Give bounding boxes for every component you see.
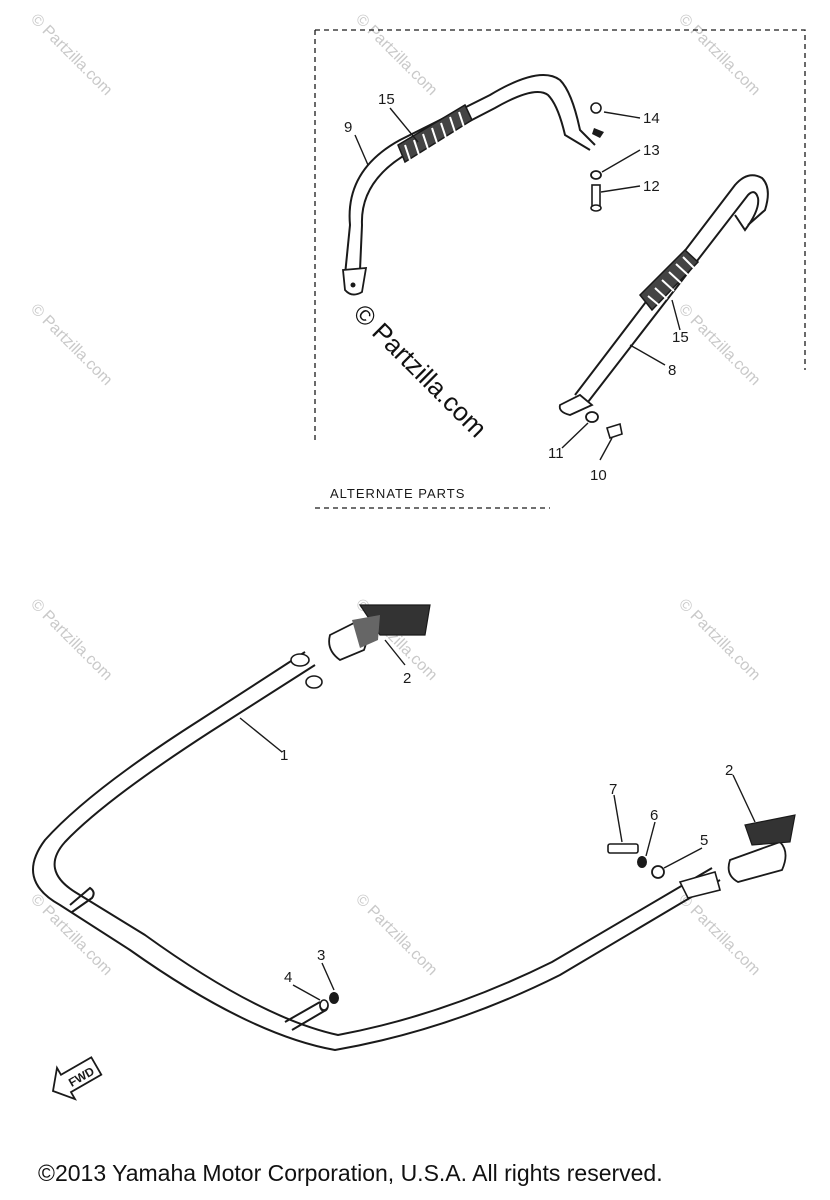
watermark-text: © Partzilla.com xyxy=(675,11,763,99)
watermark-text: © Partzilla.com xyxy=(352,11,440,99)
fwd-arrow: FWD xyxy=(51,1056,103,1101)
callout-15: 15 xyxy=(672,329,689,346)
callout-labels: 15 9 14 13 12 15 8 11 10 2 1 2 7 6 5 3 4 xyxy=(280,91,733,986)
grip-15-upper xyxy=(397,103,473,164)
hardware-3-4 xyxy=(319,992,339,1011)
callout-2: 2 xyxy=(403,670,411,687)
callout-2: 2 xyxy=(725,762,733,779)
callout-14: 14 xyxy=(643,110,660,127)
callout-6: 6 xyxy=(650,807,658,824)
watermark-text: © Partzilla.com xyxy=(27,11,115,99)
part-8-bar xyxy=(558,174,769,440)
part-2-endcap-upper xyxy=(328,604,431,662)
part-9-bar xyxy=(342,74,596,296)
part-2-endcap-right xyxy=(678,814,796,899)
callout-10: 10 xyxy=(590,467,607,484)
callout-4: 4 xyxy=(284,969,292,986)
callout-13: 13 xyxy=(643,142,660,159)
lower-leaders xyxy=(239,639,756,1001)
center-watermark: © Partzilla.com xyxy=(348,298,493,443)
callout-12: 12 xyxy=(643,178,660,195)
callout-3: 3 xyxy=(317,947,325,964)
watermark-text: © Partzilla.com xyxy=(675,596,763,684)
watermark-text: © Partzilla.com xyxy=(27,301,115,389)
alternate-parts-box: ALTERNATE PARTS xyxy=(314,29,806,509)
callout-7: 7 xyxy=(609,781,617,798)
upper-leaders xyxy=(354,107,681,461)
watermark-text: © Partzilla.com xyxy=(352,891,440,979)
callout-5: 5 xyxy=(700,832,708,849)
callout-15: 15 xyxy=(378,91,395,108)
grip-15-lower xyxy=(638,248,700,312)
hardware-12-13-14 xyxy=(590,102,641,212)
watermark-text: © Partzilla.com xyxy=(27,596,115,684)
watermark-text: © Partzilla.com xyxy=(675,891,763,979)
alternate-parts-label: ALTERNATE PARTS xyxy=(330,486,465,501)
callout-11: 11 xyxy=(548,445,564,462)
callout-8: 8 xyxy=(668,362,676,379)
hardware-5-6-7 xyxy=(607,843,665,879)
copyright-text: ©2013 Yamaha Motor Corporation, U.S.A. A… xyxy=(38,1160,663,1186)
callout-1: 1 xyxy=(280,747,288,764)
callout-9: 9 xyxy=(344,119,352,136)
